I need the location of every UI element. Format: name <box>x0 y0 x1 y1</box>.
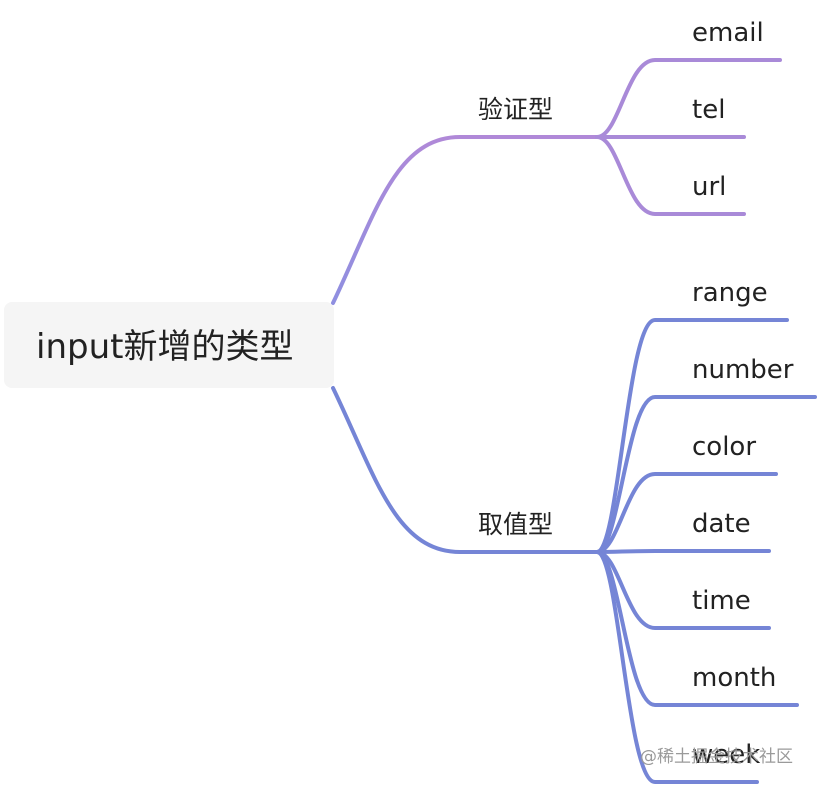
root-node-label: input新增的类型 <box>36 327 293 367</box>
leaf-label-number: number <box>692 355 794 385</box>
leaf-label-month: month <box>692 663 776 693</box>
branch-1-leaves: range number color date time month week <box>692 278 794 770</box>
root-node: input新增的类型 <box>4 302 334 388</box>
leaf-label-date: date <box>692 509 751 539</box>
branch-0-edges <box>595 58 782 216</box>
edge-branch-1-leaf-3 <box>595 549 771 554</box>
leaf-label-week: week <box>692 740 760 770</box>
leaf-label-time: time <box>692 586 751 616</box>
edge-branch-1-leaf-6 <box>595 550 759 784</box>
edge-branch-0-leaf-2 <box>595 135 746 216</box>
leaf-label-url: url <box>692 172 726 202</box>
branch-label-validation: 验证型 <box>478 95 553 124</box>
edge-branch-1-leaf-2 <box>595 472 778 554</box>
edge-root-branch-0 <box>331 135 599 305</box>
leaf-label-email: email <box>692 18 764 48</box>
leaf-label-color: color <box>692 432 756 462</box>
leaf-label-tel: tel <box>692 95 725 125</box>
edge-branch-1-leaf-1 <box>595 395 817 554</box>
edge-root-branch-1 <box>331 386 599 554</box>
leaf-label-range: range <box>692 278 768 308</box>
branch-1-edges <box>595 318 817 784</box>
branch-0-leaves: email tel url <box>692 18 764 202</box>
edge-branch-0-leaf-0 <box>595 58 782 139</box>
branch-label-value: 取值型 <box>478 510 553 539</box>
watermark: @稀土掘金技术社区 <box>640 747 793 767</box>
root-node-box <box>4 302 334 388</box>
